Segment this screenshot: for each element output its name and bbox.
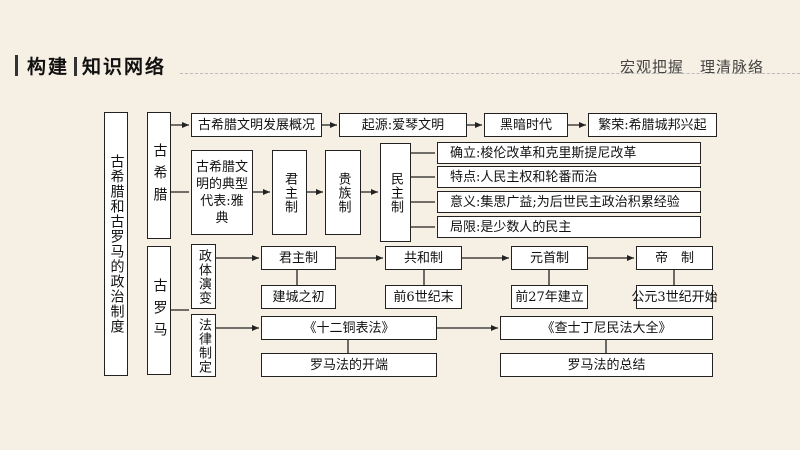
- democracy-establish-box: 确立:梭伦改革和克里斯提尼改革: [437, 142, 701, 164]
- section-subtitle: 宏观把握 理清脉络: [620, 58, 765, 76]
- greece-prosperity-box: 繁荣:希腊城邦兴起: [588, 113, 717, 137]
- header-bar-left: [15, 55, 18, 76]
- greece-typical-box: 古希腊文明的典型代表:雅典: [191, 150, 253, 235]
- title-part1: 构建: [27, 56, 70, 78]
- greece-monarchy-box: 君主制: [272, 150, 307, 235]
- greece-box: 古希腊: [147, 112, 171, 239]
- democracy-limits-box: 局限:是少数人的民主: [437, 216, 701, 238]
- rome-republic-box: 共和制: [385, 246, 462, 270]
- law-summary-box: 罗马法的总结: [500, 353, 713, 377]
- root-box: 古希腊和古罗马的政治制度: [104, 112, 128, 376]
- title-part2: 知识网络: [82, 56, 167, 78]
- header-divider: [180, 73, 800, 74]
- greece-dark-age-box: 黑暗时代: [484, 113, 568, 137]
- section-header: 构建知识网络: [15, 52, 175, 78]
- greece-aristocracy-box: 贵族制: [325, 150, 361, 235]
- rome-monarchy-time-box: 建城之初: [261, 285, 336, 309]
- rome-republic-time-box: 前6世纪末: [385, 285, 462, 309]
- rome-empire-box: 帝 制: [636, 246, 713, 270]
- democracy-features-box: 特点:人民主权和轮番而治: [437, 166, 701, 188]
- rome-empire-time-box: 公元3世纪开始: [631, 285, 718, 309]
- header-bar-mid: [74, 57, 78, 76]
- rome-evolution-box: 政体演变: [191, 244, 216, 309]
- rome-law-box: 法律制定: [191, 314, 216, 377]
- law-start-box: 罗马法的开端: [261, 353, 437, 377]
- rome-principate-time-box: 前27年建立: [511, 285, 588, 309]
- rome-box: 古罗马: [147, 246, 171, 375]
- greece-democracy-box: 民主制: [380, 143, 411, 242]
- section-title: 构建知识网络: [27, 52, 166, 79]
- twelve-tables-box: 《十二铜表法》: [261, 316, 437, 340]
- greece-origin-box: 起源:爱琴文明: [339, 113, 467, 137]
- rome-principate-box: 元首制: [511, 246, 588, 270]
- corpus-juris-box: 《查士丁尼民法大全》: [500, 316, 713, 340]
- democracy-significance-box: 意义:集思广益;为后世民主政治积累经验: [437, 191, 701, 213]
- greece-overview-box: 古希腊文明发展概况: [191, 113, 322, 137]
- rome-monarchy-box: 君主制: [261, 246, 336, 270]
